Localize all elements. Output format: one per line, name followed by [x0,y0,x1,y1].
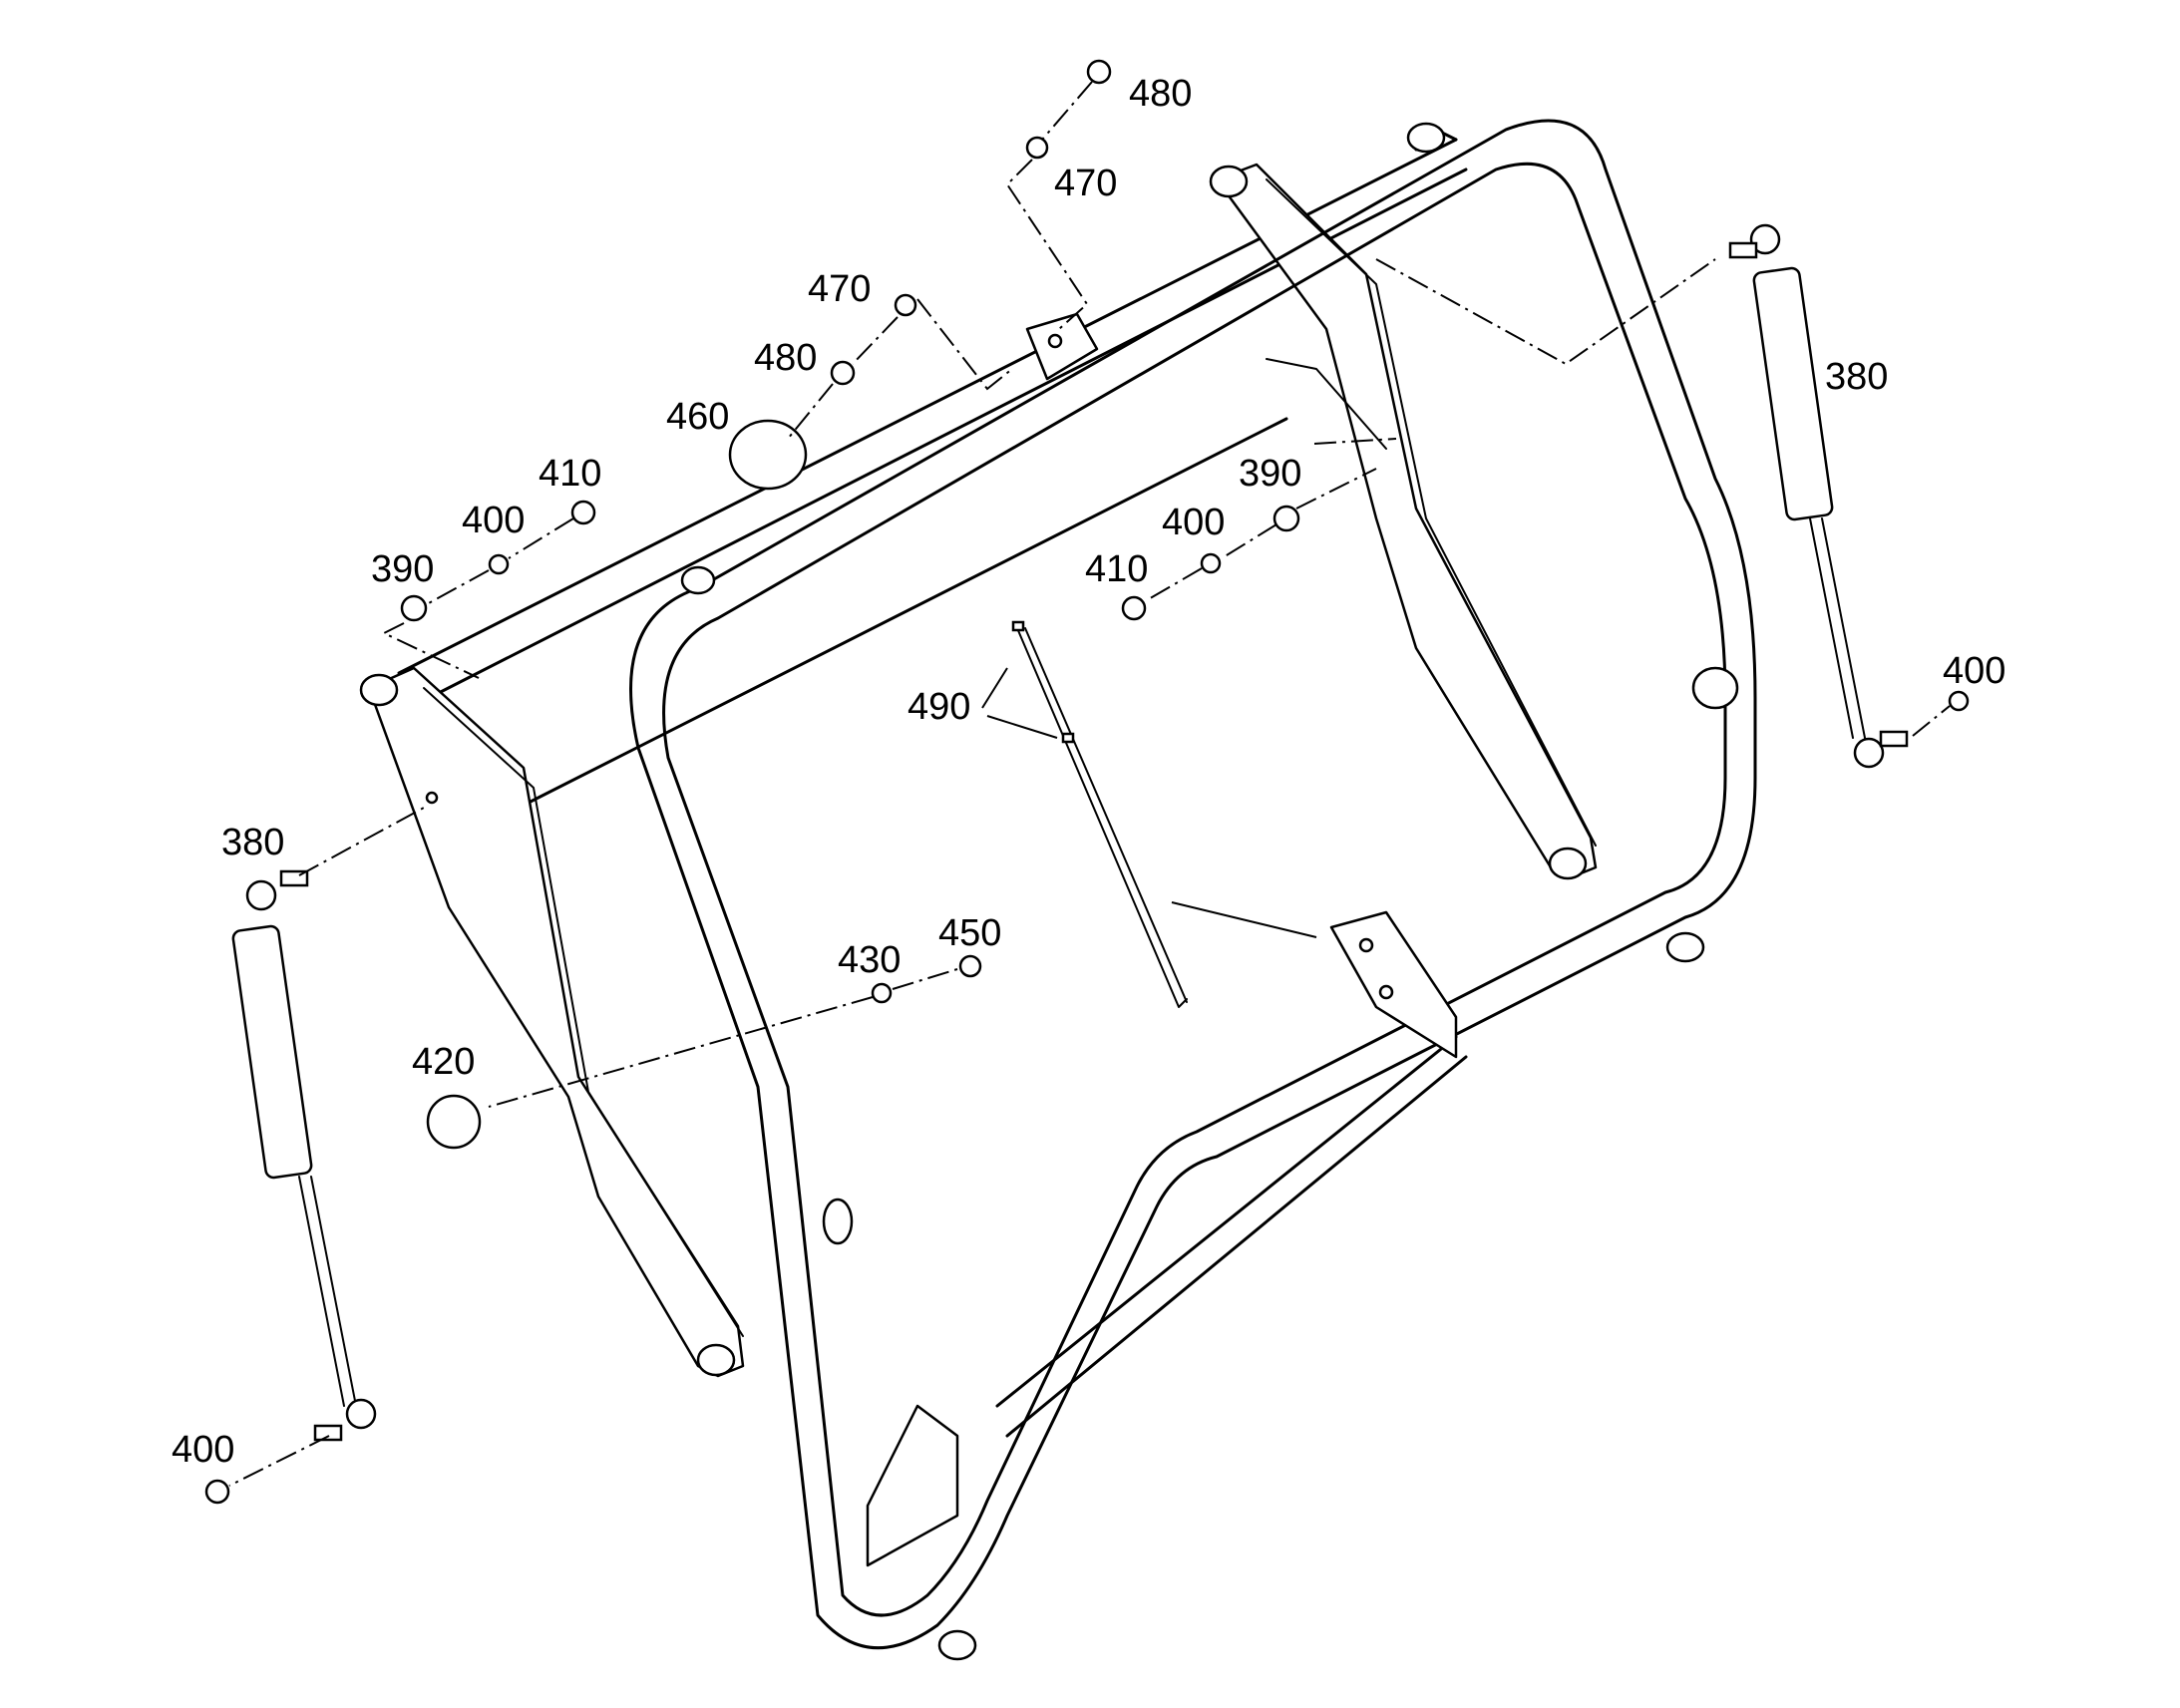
right-plate-bushing-bottom [1548,847,1588,880]
right-plate-bushing-top [1209,165,1249,198]
bumper-420 [426,1094,482,1150]
callout-480-mid: 480 [754,337,817,379]
leader-lines [981,667,1317,938]
washer-400-bottom [204,1479,230,1505]
left-side-plate [359,666,745,1378]
bolt-right-spring-top [1728,241,1758,259]
bolt-right-spring-bottom [1879,730,1909,748]
washer-400-right [1200,552,1222,574]
callout-460: 460 [666,396,729,438]
callout-400-left: 400 [462,500,525,541]
callout-470-top: 470 [1054,163,1117,204]
washer-390-left [400,594,428,622]
gas-spring-left [231,879,377,1430]
callout-490: 490 [908,686,970,728]
nut-480-top [1086,59,1112,85]
bracket-hole-b [1378,984,1394,1000]
frame-stub-right [1691,666,1739,710]
callout-450: 450 [938,912,1001,954]
alignment-lines [228,81,1951,1487]
frame-foot-right [1665,931,1705,963]
washer-430 [871,982,893,1004]
callout-380-left: 380 [221,822,284,863]
callout-420: 420 [412,1041,475,1083]
callout-430: 430 [838,939,901,981]
nut-410-right [1121,595,1147,621]
nut-410-left [570,500,596,525]
frame-stub-mid [680,565,716,595]
callout-400-bottom: 400 [172,1429,234,1471]
callout-400-right: 400 [1162,502,1225,543]
washer-400-left [488,553,510,575]
left-plate-bushing-bottom [696,1343,736,1377]
rod-490 [1011,620,1188,1008]
frame-stub-top [1406,122,1446,154]
bumper-460 [728,419,808,491]
washer-390-right [1272,505,1300,532]
callout-410-right: 410 [1085,548,1148,590]
top-bracket-hole [1047,333,1063,349]
right-side-plate [1209,163,1598,880]
callout-390-right: 390 [1239,453,1301,495]
callout-390-left: 390 [371,548,434,590]
washer-400-right-spring [1948,690,1970,712]
gas-spring-right [1749,223,1885,769]
callout-380-right: 380 [1825,356,1888,398]
callout-470-mid: 470 [808,268,871,310]
nut-450 [958,954,982,978]
frame-foot-bottom [937,1629,977,1661]
washer-470-mid [894,293,917,317]
bolt-left-spring-bottom [313,1424,343,1442]
callout-410-left: 410 [539,453,601,495]
callout-labels: 480 470 470 480 460 410 400 390 390 400 … [172,73,2005,1471]
callout-400-right-spring: 400 [1943,650,2005,692]
bracket-hole-a [1358,937,1374,953]
nut-480-mid [830,360,856,386]
left-plate-bushing-top [359,673,399,707]
frame-stub-left [822,1197,854,1245]
left-plate-hole [425,791,439,805]
callout-480-top: 480 [1129,73,1192,115]
washer-470-top [1025,136,1049,160]
main-tube-frame [629,119,1757,1661]
